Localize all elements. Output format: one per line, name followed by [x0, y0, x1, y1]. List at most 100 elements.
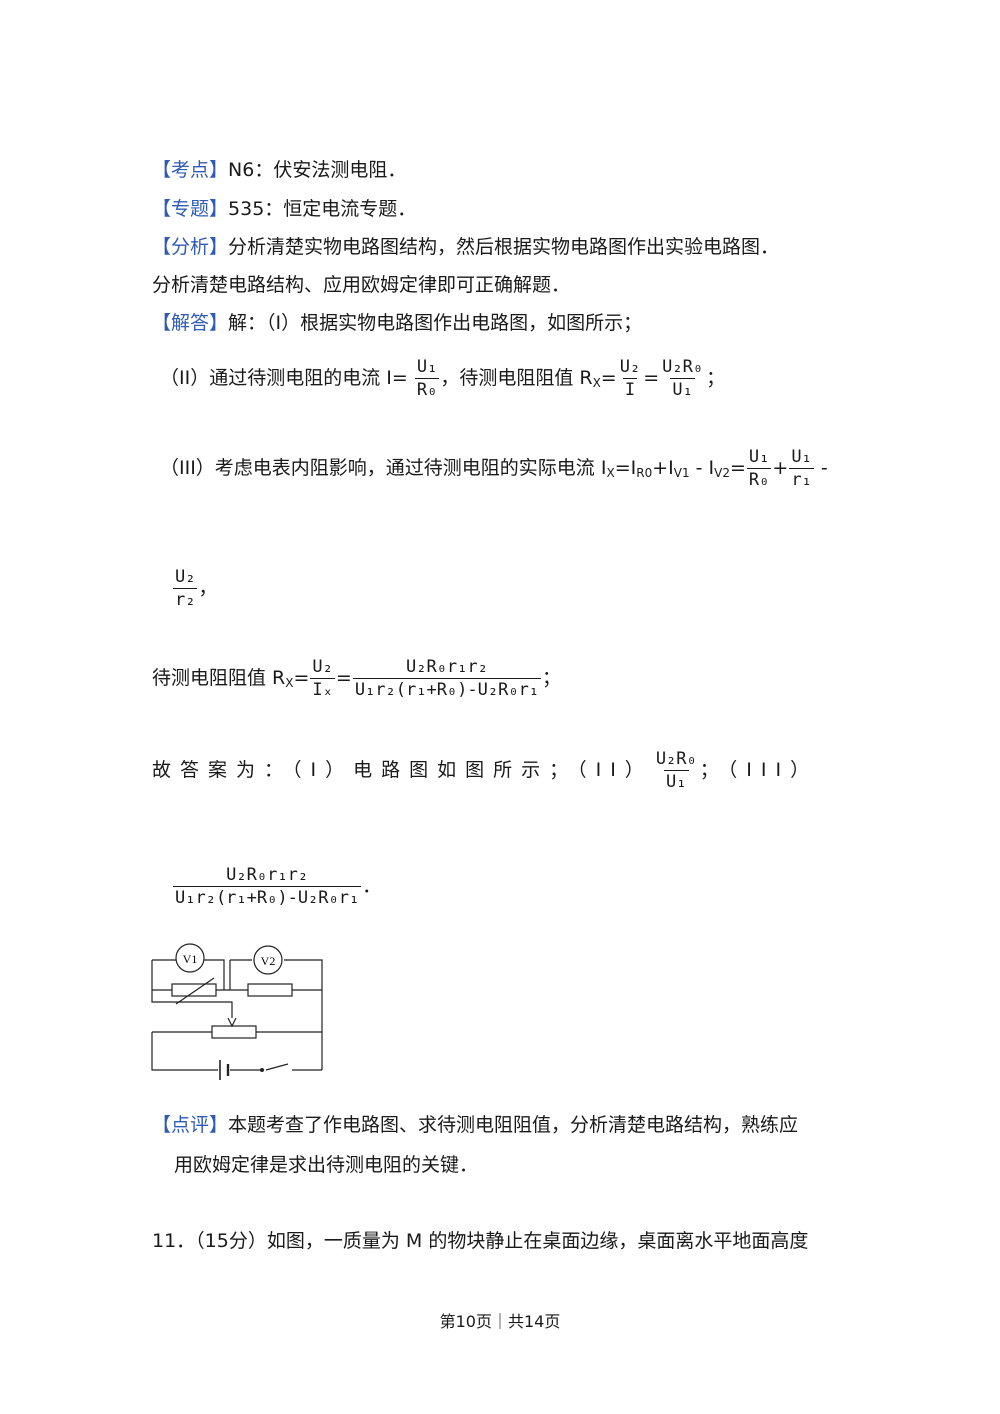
part2-mid-sub: X [592, 376, 601, 390]
rheostat-arrow-icon [175, 977, 215, 1005]
rheostat-icon [171, 983, 217, 997]
page-footer: 第10页｜共14页 [439, 1312, 561, 1331]
voltmeter-v1-icon [175, 943, 205, 973]
part3-eq1: =I [614, 457, 637, 479]
plus-sign: + [772, 457, 789, 479]
fraction-denominator: R₀ [746, 468, 772, 490]
part2-mid: ，待测电阻阻值 R [440, 367, 593, 389]
jieda-text: 解：（I）根据实物电路图作出电路图，如图所示； [228, 312, 643, 334]
zhuanti-line: 【专题】535：恒定电流专题． [152, 196, 416, 222]
answer-mid: ；（III） [699, 759, 819, 781]
slide-rheostat-icon [211, 1025, 257, 1039]
fraction-numerator: U₂R₀ [662, 357, 704, 377]
semicolon: ； [706, 367, 726, 389]
fraction-numerator: U₂ [312, 657, 333, 677]
wire [151, 990, 233, 1018]
fraction-denominator: U₁r₂(r₁+R₀)-U₂R₀r₁ [173, 886, 362, 908]
switch-contact-icon [260, 1068, 264, 1072]
fraction-numerator: U₂R₀ [655, 749, 697, 769]
fraction-denominator: I [622, 378, 638, 400]
fenxi-tag: 【分析】 [152, 236, 229, 258]
fraction-denominator: Iₓ [310, 678, 335, 700]
fraction-numerator: U₂R₀r₁r₂ [226, 865, 309, 885]
fraction-denominator: U₁r₂(r₁+R₀)-U₂R₀r₁ [352, 678, 542, 700]
sub-x: X [285, 676, 294, 690]
voltmeter-v2-icon [253, 945, 283, 975]
switch-lever [265, 1063, 289, 1071]
kaodian-line: 【考点】N6：伏安法测电阻． [152, 157, 406, 183]
equals-sign: = [729, 457, 746, 479]
circuit-diagram: V1 V2 [151, 943, 323, 1080]
wire [284, 959, 323, 1070]
zhuanti-text: 535：恒定电流专题． [228, 198, 417, 220]
kaodian-text: N6：伏安法测电阻． [228, 159, 407, 181]
fraction-numerator: U₁ [416, 357, 438, 377]
equals-sign: = [335, 667, 352, 689]
dianping-text-2: 用欧姆定律是求出待测电阻的关键． [174, 1154, 479, 1176]
fraction-denominator: r₁ [789, 468, 814, 490]
part3-line: （III）考虑电表内阻影响，通过待测电阻的实际电流 IX=IR0+IV1 - I… [160, 446, 828, 491]
dianping-line-2: 用欧姆定律是求出待测电阻的关键． [174, 1152, 478, 1178]
slider-arrow-icon [227, 1017, 237, 1028]
part3-prefix: （III）考虑电表内阻影响，通过待测电阻的实际电流 I [160, 457, 607, 479]
equals-sign: = [293, 667, 310, 689]
resistor-r0-icon [247, 983, 293, 997]
fraction-numerator: U₂ [619, 357, 641, 377]
fenxi-text: 分析清楚实物电路图结构，然后根据实物电路图作出实验电路图． [228, 236, 780, 258]
fraction-denominator: U₁ [670, 378, 695, 400]
wire [151, 1032, 218, 1071]
fenxi-line: 【分析】分析清楚实物电路图结构，然后根据实物电路图作出实验电路图． [152, 234, 779, 260]
equals-sign: = [600, 367, 617, 389]
rx-prefix: 待测电阻阻值 R [152, 667, 286, 689]
fraction-denominator: R₀ [414, 378, 440, 400]
question-11-line: 11．（15分）如图，一质量为 M 的物块静止在桌面边缘，桌面离水平地面高度 [152, 1228, 808, 1254]
question-11-text: 11．（15分）如图，一质量为 M 的物块静止在桌面边缘，桌面离水平地面高度 [152, 1230, 809, 1252]
sub-v2: V2 [714, 466, 730, 480]
fraction-numerator: U₁ [791, 447, 812, 467]
fraction-denominator: r₂ [173, 588, 198, 610]
sub-v1: V1 [673, 466, 690, 480]
voltmeter-v2-label: V2 [261, 954, 276, 968]
comma: ， [198, 577, 218, 599]
dianping-line: 【点评】本题考查了作电路图、求待测电阻阻值，分析清楚电路结构，熟练应 [152, 1112, 798, 1138]
fraction-denominator: U₁ [664, 770, 689, 792]
answer-prefix: 故答案为：（I）电路图如图所示；（II） [152, 759, 653, 781]
part3-plus: +I [652, 457, 674, 479]
zhuanti-tag: 【专题】 [152, 198, 229, 220]
dianping-text: 本题考查了作电路图、求待测电阻阻值，分析清楚电路结构，熟练应 [228, 1114, 799, 1136]
minus-sign: - [814, 457, 828, 479]
fenxi-text-2: 分析清楚电路结构、应用欧姆定律即可正确解题． [152, 274, 571, 296]
fraction-numerator: U₂ [175, 567, 196, 587]
voltmeter-v1-label: V1 [183, 952, 198, 966]
jieda-line: 【解答】解：（I）根据实物电路图作出电路图，如图所示； [152, 310, 642, 336]
fraction-numerator: U₂R₀r₁r₂ [405, 657, 488, 677]
jieda-tag: 【解答】 [152, 312, 229, 334]
dianping-tag: 【点评】 [152, 1114, 229, 1136]
sub-x: X [606, 466, 615, 480]
semicolon: ； [542, 667, 562, 689]
period: ． [362, 875, 382, 897]
fraction-numerator: U₁ [748, 447, 770, 467]
equals-sign: = [643, 367, 660, 389]
part3-minus: - I [689, 457, 715, 479]
fenxi-line-2: 分析清楚电路结构、应用欧姆定律即可正确解题． [152, 272, 570, 298]
part2-prefix: （II）通过待测电阻的电流 I= [160, 367, 408, 389]
wire [204, 959, 225, 990]
sub-r0: R0 [636, 466, 653, 480]
kaodian-tag: 【考点】 [152, 159, 229, 181]
